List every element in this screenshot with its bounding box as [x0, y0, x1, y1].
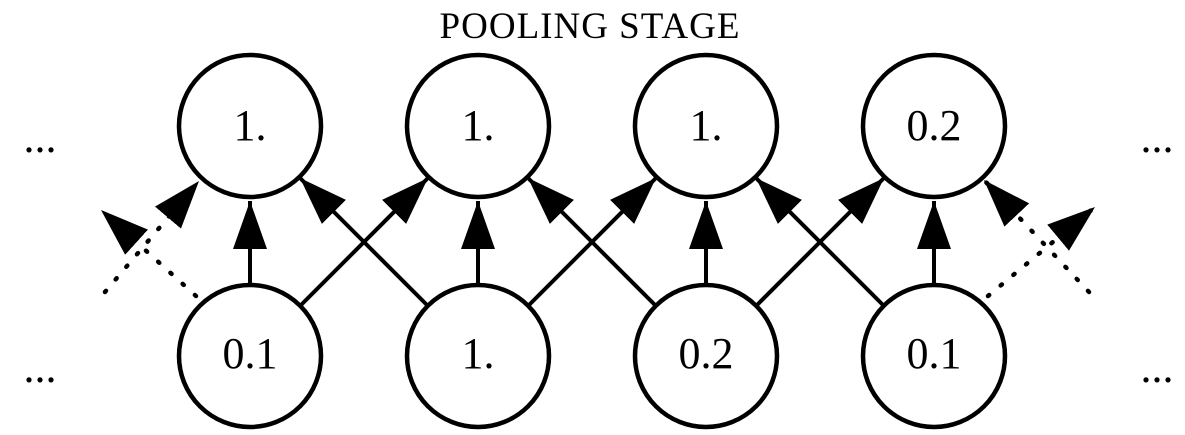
- bottom-node-2-circle: [404, 282, 552, 430]
- top-node-1-circle: [176, 52, 324, 200]
- arrow-diag-b2-t1: [298, 176, 430, 308]
- top-node-4-circle: [860, 52, 1008, 200]
- top-node-2-circle: [404, 52, 552, 200]
- bottom-node-1-circle: [176, 282, 324, 430]
- top-node-1-label: 1.: [234, 101, 267, 150]
- dashed-arrow-left-incoming: [102, 178, 202, 295]
- dashed-arrow-right-incoming: [981, 177, 1092, 295]
- arrow-diag-b4-t3: [754, 176, 886, 308]
- bottom-node-3-label: 0.2: [679, 329, 734, 378]
- arrow-diag-b3-t2: [526, 176, 658, 308]
- dashed-arrow-left-outgoing: [98, 207, 199, 299]
- bottom-node-3-circle: [632, 282, 780, 430]
- bottom-node-4-circle: [860, 282, 1008, 430]
- diagram-title: POOLING STAGE: [440, 6, 741, 47]
- bottom-node-2-label: 1.: [462, 329, 495, 378]
- top-node-3-circle: [632, 52, 780, 200]
- top-node-2-label: 1.: [462, 101, 495, 150]
- top-node-4-label: 0.2: [907, 101, 962, 150]
- ellipsis-bottom-right: ...: [1141, 343, 1174, 392]
- ellipsis-top-right: ...: [1141, 113, 1174, 162]
- dashed-arrow-right-outgoing: [985, 204, 1098, 299]
- bottom-node-1-label: 0.1: [223, 329, 278, 378]
- top-node-3-label: 1.: [690, 101, 723, 150]
- bottom-node-4-label: 0.1: [907, 329, 962, 378]
- ellipsis-top-left: ...: [24, 113, 57, 162]
- ellipsis-bottom-left: ...: [24, 343, 57, 392]
